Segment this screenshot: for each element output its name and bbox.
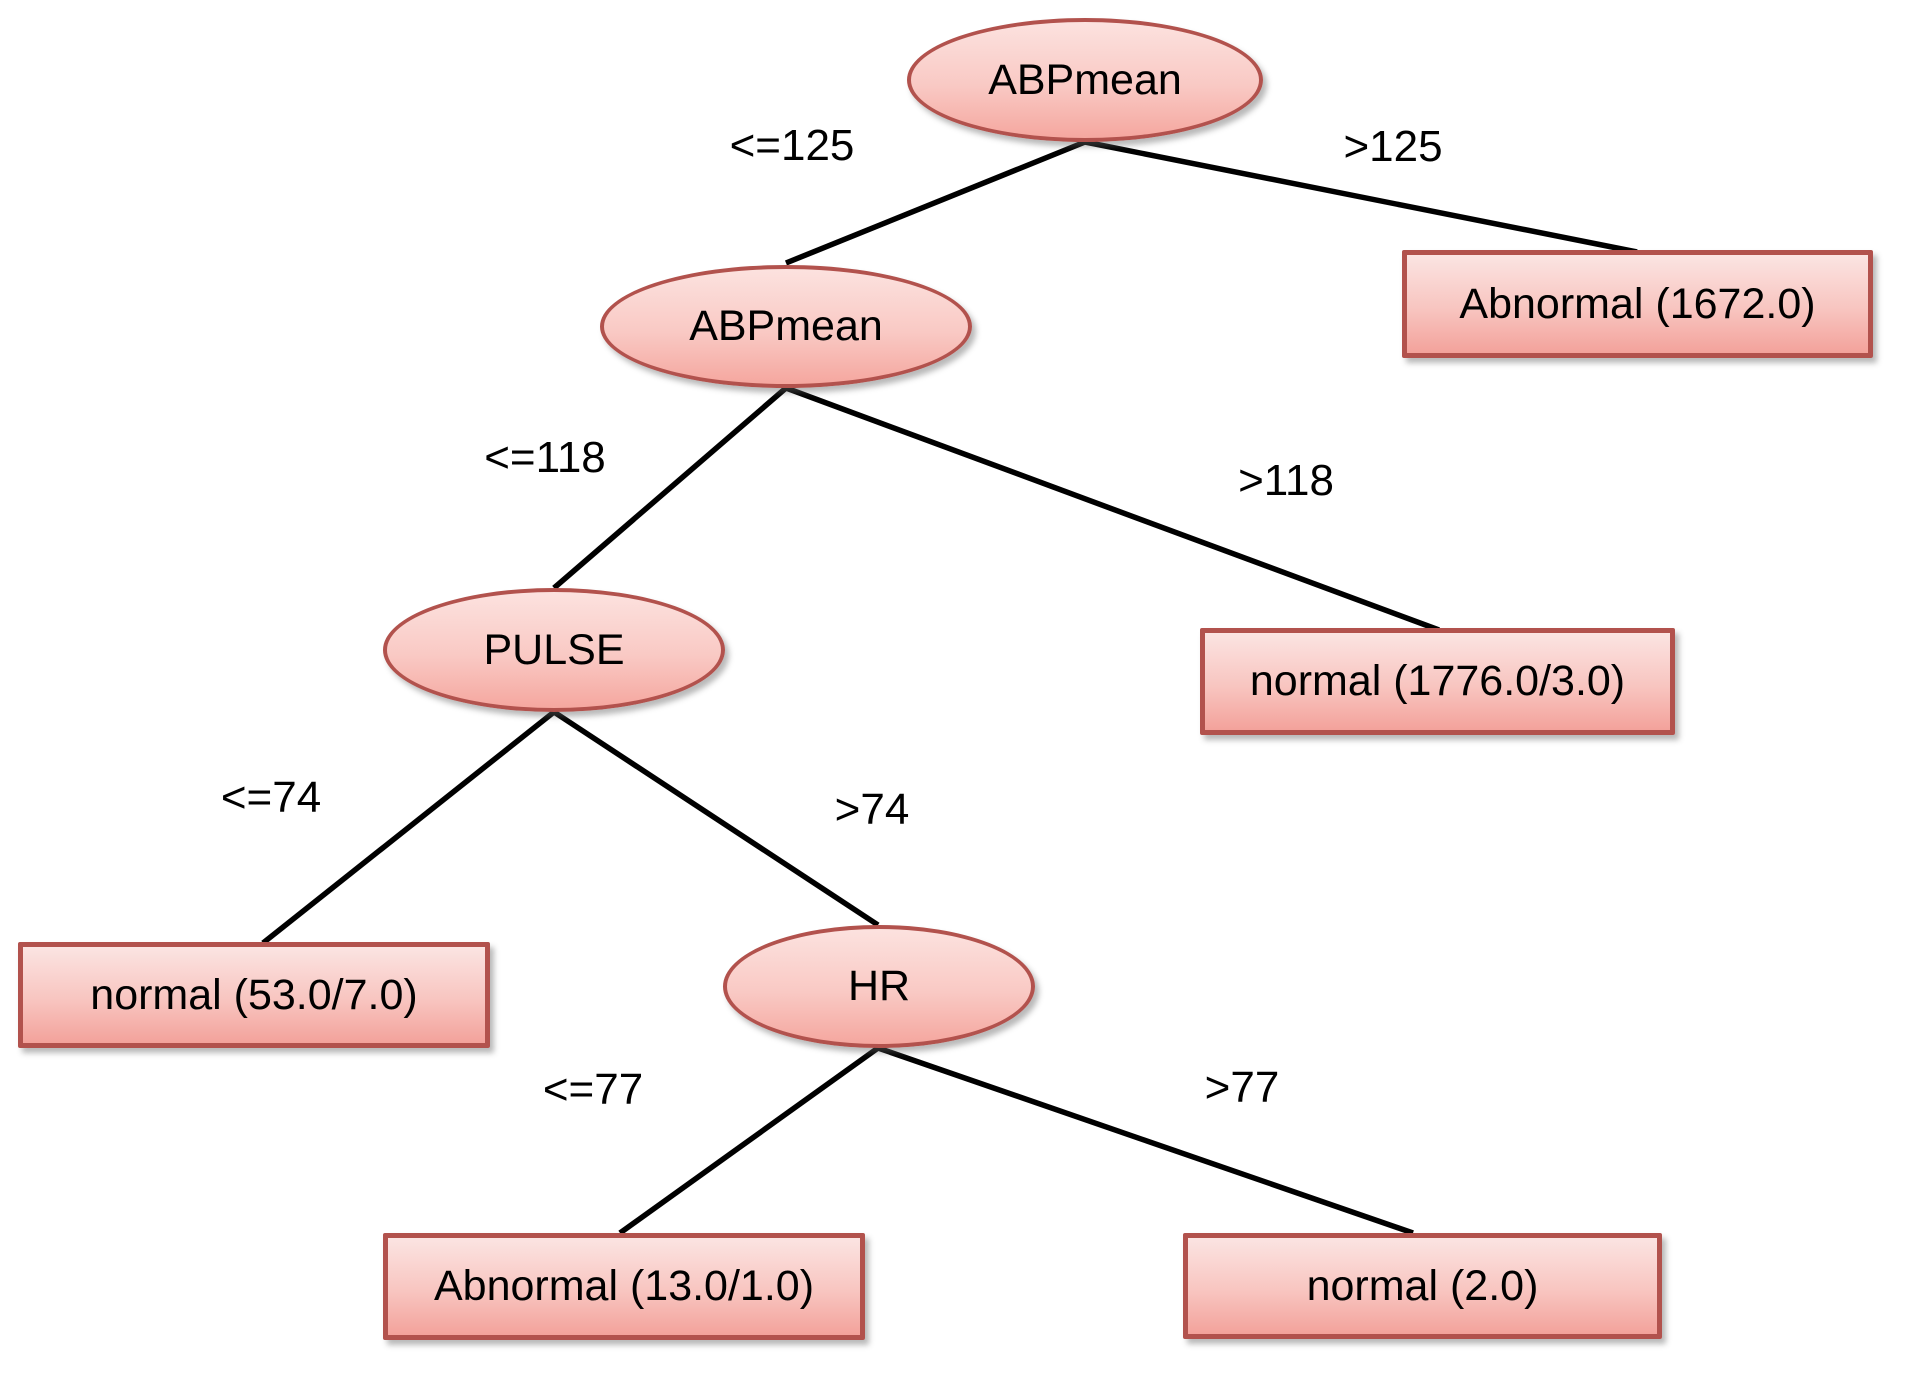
edge-line-abpmean2-to-normal-1776 xyxy=(785,385,1440,633)
edge-line-root-to-abnormal-1672 xyxy=(1084,139,1638,255)
edge-label-abpmean2-left: <=118 xyxy=(484,433,606,482)
edge-line-pulse-to-normal-53 xyxy=(261,709,556,946)
node-pulse: PULSE xyxy=(383,588,725,712)
edge-label-hr-right: >77 xyxy=(1204,1063,1280,1112)
edge-label-pulse-left: <=74 xyxy=(220,773,322,822)
edge-label-hr-left: <=77 xyxy=(542,1065,644,1114)
leaf-normal-2-label: normal (2.0) xyxy=(1306,1261,1539,1310)
leaf-abnormal-13-label: Abnormal (13.0/1.0) xyxy=(433,1262,815,1310)
leaf-normal-1776: normal (1776.0/3.0) xyxy=(1200,628,1675,735)
node-abpmean-root: ABPmean xyxy=(907,18,1263,142)
node-abpmean-2-label: ABPmean xyxy=(689,302,883,350)
leaf-normal-1776-label: normal (1776.0/3.0) xyxy=(1249,657,1626,705)
edge-label-root-left: <=125 xyxy=(729,121,855,170)
edge-line-hr-to-normal-2 xyxy=(877,1045,1414,1236)
edge-line-pulse-to-hr xyxy=(552,709,880,928)
edge-label-abpmean2-right: >118 xyxy=(1238,456,1334,505)
leaf-normal-53: normal (53.0/7.0) xyxy=(18,942,490,1048)
node-hr-label: HR xyxy=(847,962,911,1010)
edge-line-root-to-abpmean2 xyxy=(784,139,1087,266)
leaf-normal-53-label: normal (53.0/7.0) xyxy=(90,970,418,1019)
node-hr: HR xyxy=(723,925,1035,1048)
edge-line-abpmean2-to-pulse xyxy=(552,385,788,591)
leaf-abnormal-1672-label: Abnormal (1672.0) xyxy=(1459,279,1816,328)
leaf-abnormal-13: Abnormal (13.0/1.0) xyxy=(383,1233,865,1340)
node-abpmean-root-label: ABPmean xyxy=(988,55,1182,104)
leaf-abnormal-1672: Abnormal (1672.0) xyxy=(1402,250,1873,358)
edge-label-root-right: >125 xyxy=(1343,122,1443,171)
edge-label-pulse-right: >74 xyxy=(834,785,910,834)
node-pulse-label: PULSE xyxy=(483,625,625,674)
edge-line-hr-to-abnormal-13 xyxy=(618,1045,880,1236)
node-abpmean-2: ABPmean xyxy=(600,265,972,388)
leaf-normal-2: normal (2.0) xyxy=(1183,1233,1662,1339)
